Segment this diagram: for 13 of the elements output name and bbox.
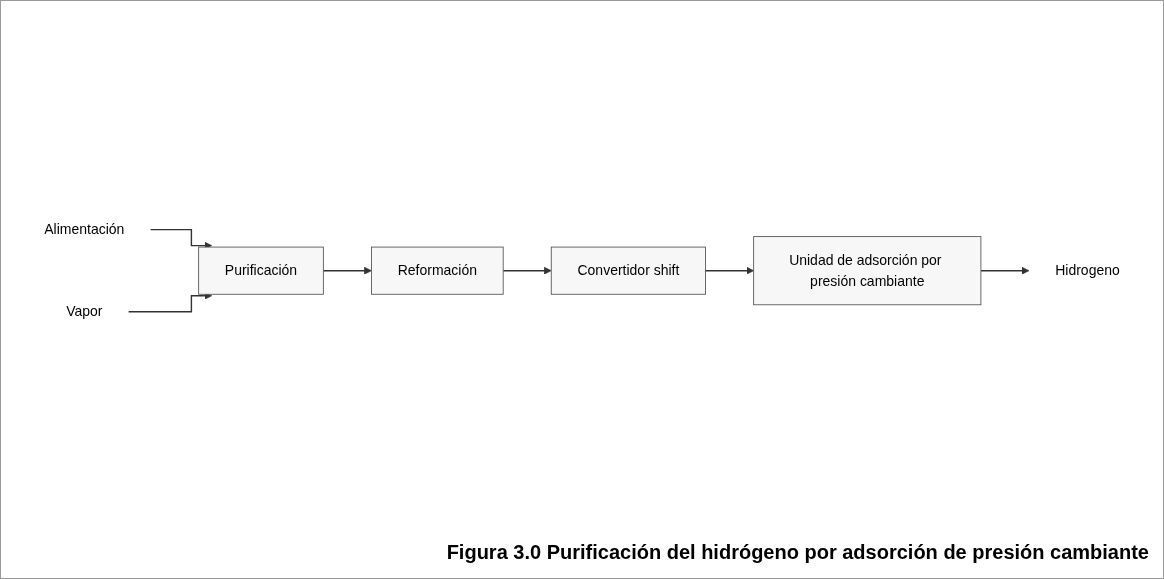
arrow [704, 267, 754, 275]
figure-caption: Figura 3.0 Purificación del hidrógeno por adsorción de presión cambiante [446, 541, 1149, 563]
node-box: Convertidor shift [550, 246, 706, 296]
node-box: Reformación [371, 246, 504, 296]
node-box: Unidad de adsorción por presión cambiante [753, 236, 982, 306]
node-box: Purificación [198, 246, 324, 296]
node-text: Hidrogeno [1055, 263, 1120, 278]
arrow [127, 292, 213, 313]
arrow [980, 267, 1030, 275]
arrow [502, 267, 552, 275]
node-text: Alimentación [44, 222, 125, 237]
node-text: Vapor [66, 304, 103, 320]
arrow [322, 267, 372, 275]
